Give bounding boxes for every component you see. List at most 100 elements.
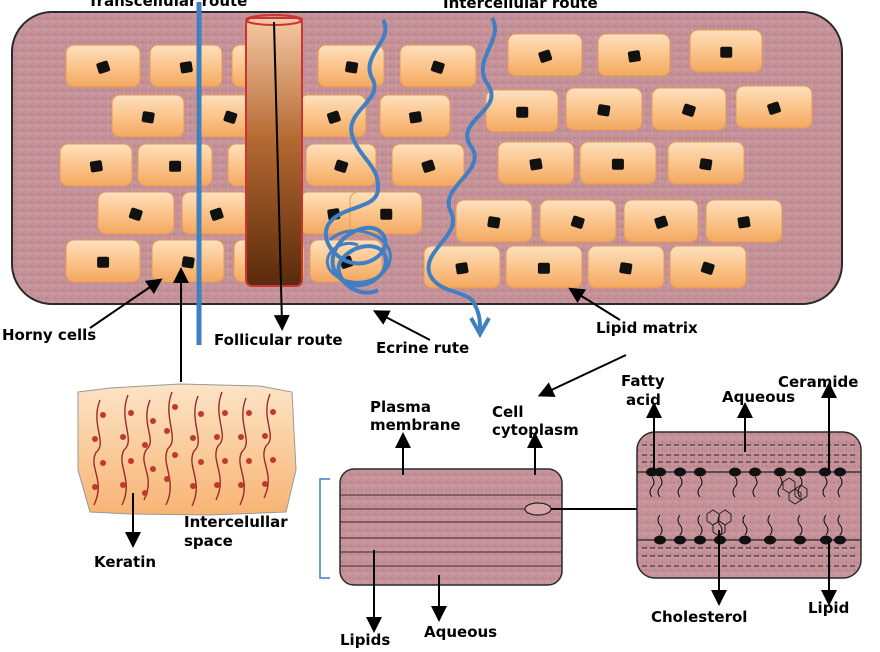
keratin-granule: [120, 482, 126, 488]
lipid-head: [794, 535, 806, 545]
keratin-granule: [238, 482, 244, 488]
label-cholesterol: Cholesterol: [651, 608, 747, 626]
cell-nucleus: [538, 49, 553, 63]
keratin-fiber: [191, 395, 199, 507]
cell-nucleus: [408, 111, 422, 124]
lipid-tail: [657, 514, 663, 536]
label-transcellular-route: Transcellular route: [88, 0, 247, 10]
lipid-tail: [697, 476, 703, 498]
keratin-fiber: [143, 399, 151, 501]
lipid-tail: [742, 514, 748, 536]
cytoplasm-oval: [524, 502, 552, 516]
lipid-tail: [697, 514, 703, 536]
ecrine-arrow: [372, 310, 431, 341]
label-follicular-route: Follicular route: [214, 331, 343, 349]
cell-nucleus: [179, 61, 193, 74]
cell-nucleus: [326, 110, 341, 124]
label-intercellular-space-line1: Intercelullar: [184, 513, 288, 531]
intercellular-block: [339, 468, 563, 586]
keratin-granule: [172, 404, 178, 410]
keratin-granule: [270, 409, 276, 415]
keratin-granule: [128, 458, 134, 464]
lipid-head: [749, 467, 761, 477]
lipid-tail: [717, 514, 723, 536]
keratin-granule: [246, 458, 252, 464]
keratin-granule: [150, 418, 156, 424]
keratin-granule: [246, 410, 252, 416]
lipid-head: [654, 467, 666, 477]
keratin-granule: [92, 436, 98, 442]
cell-nucleus: [654, 215, 669, 229]
cell-nucleus: [570, 215, 585, 229]
intercellular-route-arrowhead: [469, 317, 491, 339]
cell-nucleus: [89, 160, 103, 173]
cell-nucleus: [767, 101, 781, 115]
lipid-tail: [797, 476, 803, 498]
keratin-granule: [262, 481, 268, 487]
keratin-fiber: [165, 391, 173, 506]
cell-nucleus: [97, 256, 110, 268]
label-lipid-matrix: Lipid matrix: [596, 319, 698, 337]
cell-nucleus: [141, 111, 155, 124]
keratin-granule: [150, 466, 156, 472]
lipid-tail: [822, 476, 828, 498]
lipid-head: [820, 535, 832, 545]
cell-nucleus: [597, 104, 611, 117]
label-intercellular-space-line2: space: [184, 532, 233, 550]
eccrine-duct: [324, 18, 389, 295]
keratin-granule: [262, 433, 268, 439]
keratin-granule: [100, 460, 106, 466]
cell-nucleus: [720, 46, 733, 58]
keratin-fiber: [93, 399, 101, 506]
keratin-granule: [198, 411, 204, 417]
keratin-granule: [214, 434, 220, 440]
keratin-fiber: [121, 394, 129, 506]
cholesterol-rings: [706, 477, 808, 537]
lipid-head: [834, 535, 846, 545]
cell-nucleus: [699, 158, 713, 171]
keratin-granule: [100, 412, 106, 418]
lipid-tail: [649, 476, 655, 498]
cell-nucleus: [455, 262, 469, 275]
lipid-head: [674, 535, 686, 545]
cell-nucleus: [611, 158, 624, 170]
label-plasma-line2: membrane: [370, 416, 461, 434]
lipid-tail: [797, 514, 803, 536]
cell-nucleus: [209, 207, 224, 221]
lipid-tail: [677, 514, 683, 536]
cell-nucleus: [181, 256, 195, 269]
label-lipid: Lipid: [808, 599, 849, 617]
lipid-head: [674, 467, 686, 477]
lipid-head: [794, 467, 806, 477]
cell-nucleus: [128, 207, 143, 221]
cell-nucleus: [169, 160, 182, 172]
label-lipids: Lipids: [340, 631, 390, 649]
cell-nucleus: [345, 61, 359, 74]
keratin-granule: [198, 459, 204, 465]
cell-nucleus: [516, 106, 529, 118]
cell-nucleus: [334, 159, 349, 173]
keratin-granule: [120, 434, 126, 440]
lipid-head: [739, 535, 751, 545]
keratin-granule: [270, 457, 276, 463]
label-intercellular-route: Intercellular route: [443, 0, 598, 12]
lipid-tail: [732, 476, 738, 498]
lipid-head: [764, 535, 776, 545]
keratin-granule: [164, 476, 170, 482]
cell-nucleus: [619, 262, 633, 275]
lipid-head: [694, 535, 706, 545]
keratin-granule: [128, 410, 134, 416]
lipid-tail: [823, 514, 829, 536]
label-cell-line2: cytoplasm: [492, 421, 579, 439]
cell-nucleus: [487, 216, 501, 229]
follicular-route-line: [273, 21, 290, 331]
lipid-head: [729, 467, 741, 477]
cell-nucleus: [421, 159, 436, 173]
keratin-granule: [172, 452, 178, 458]
lipid-tail: [777, 476, 783, 498]
cell-nucleus: [529, 158, 543, 171]
cell-nucleus: [96, 60, 111, 74]
lipid-head: [694, 467, 706, 477]
cell-nucleus: [430, 60, 445, 74]
